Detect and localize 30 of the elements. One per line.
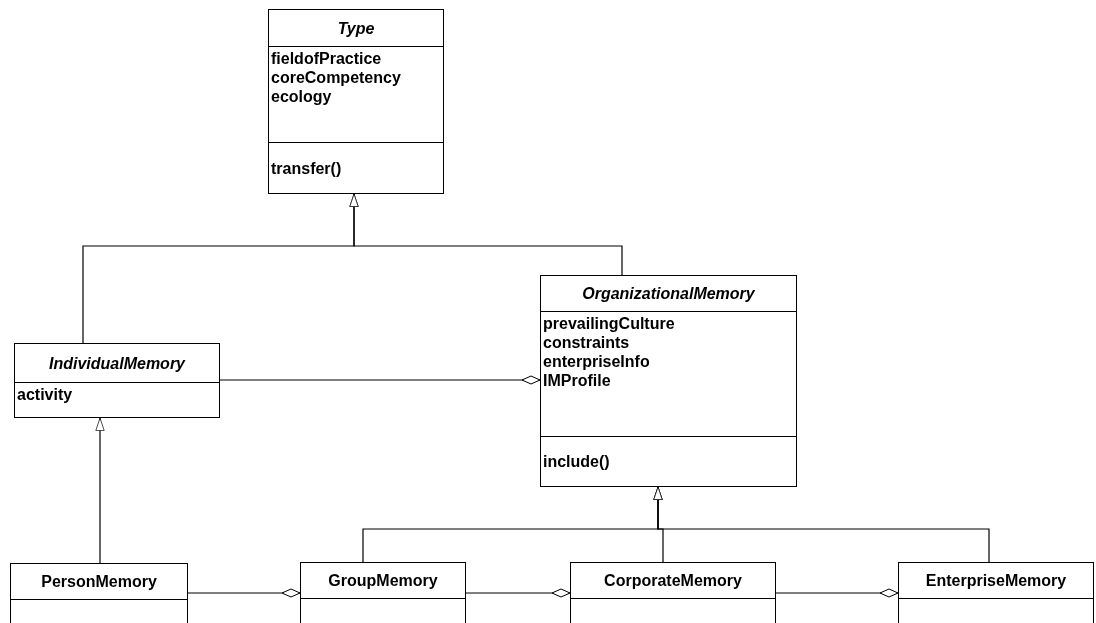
attribute-text: coreCompetency	[271, 68, 402, 87]
class-box	[898, 562, 1094, 623]
method-text: transfer()	[271, 158, 343, 178]
aggregation-line	[775, 588, 899, 598]
attribute-text: prevailingCulture	[543, 314, 676, 333]
class-box	[300, 562, 466, 623]
class-name: EnterpriseMemory	[925, 571, 1067, 590]
class-name: IndividualMemory	[49, 353, 185, 373]
class-name: Type	[337, 18, 375, 38]
generalization-arrow	[653, 486, 990, 563]
attribute-text: constraints	[543, 333, 631, 352]
method-text: include()	[543, 452, 611, 471]
generalization-arrow	[349, 193, 623, 276]
aggregation-line	[465, 588, 571, 598]
class-box	[268, 9, 444, 194]
attribute-text: ecology	[271, 87, 333, 106]
class-name: GroupMemory	[328, 571, 438, 590]
class-box	[14, 343, 220, 418]
aggregation-line	[187, 588, 301, 598]
class-name: OrganizationalMemory	[582, 284, 755, 303]
attribute-text: activity	[17, 385, 74, 404]
class-box	[540, 275, 797, 487]
attribute-text: fieldofPractice	[271, 49, 383, 68]
aggregation-line	[219, 375, 541, 385]
attribute-text: enterpriseInfo	[543, 352, 651, 371]
class-name: CorporateMemory	[604, 571, 742, 590]
class-name: PersonMemory	[41, 572, 157, 591]
attribute-text: IMProfile	[543, 371, 612, 390]
class-box	[10, 563, 188, 623]
class-box	[570, 562, 776, 623]
